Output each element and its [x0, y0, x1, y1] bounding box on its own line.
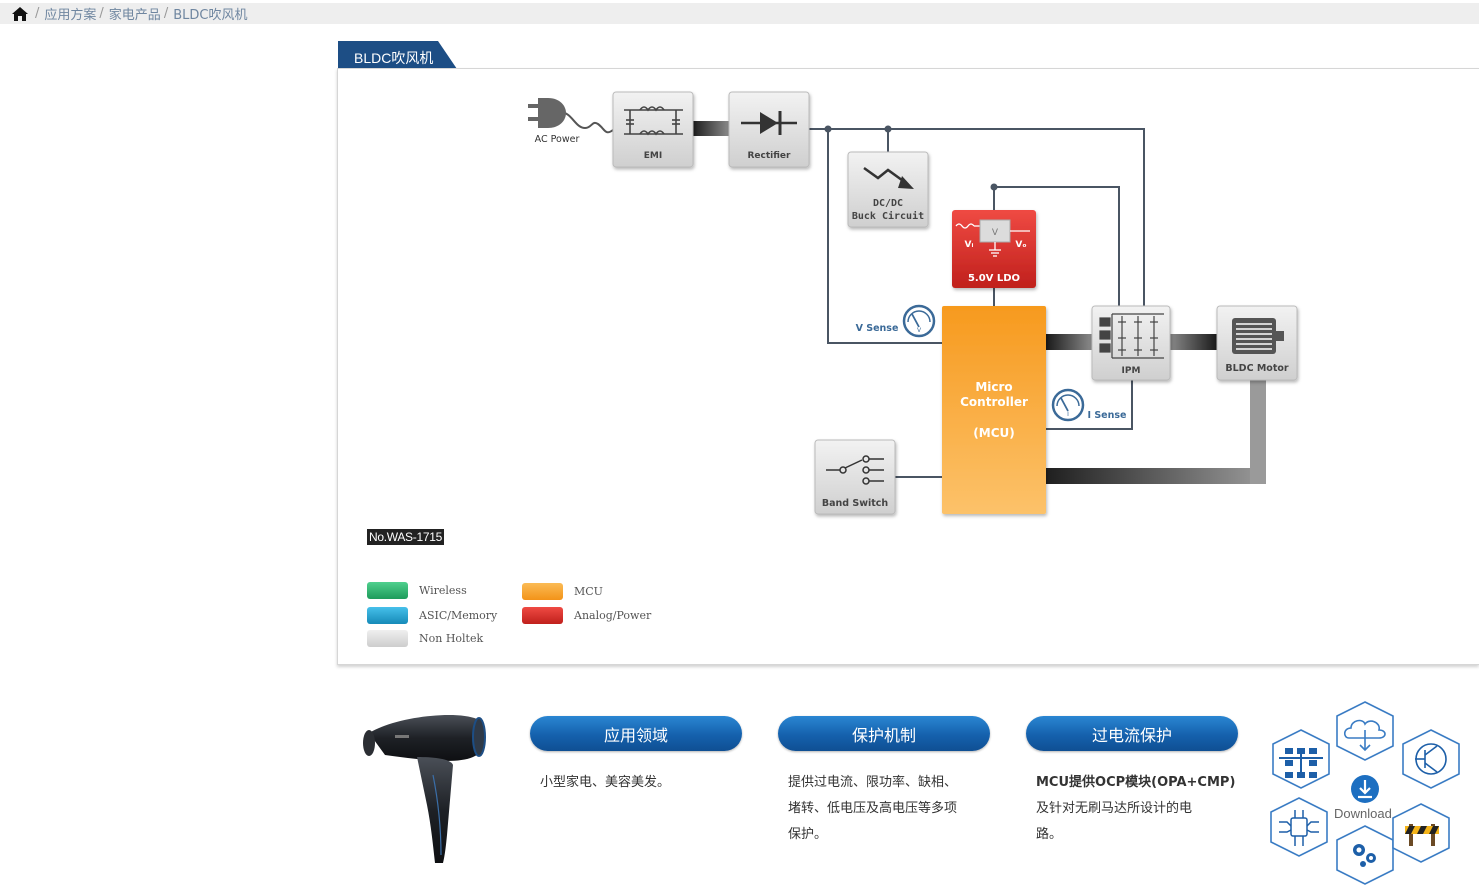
wire-junctions	[824, 125, 998, 191]
feature-desc-ocp: MCU提供OCP模块(OPA+CMP) 及针对无刷马达所设计的电 路。	[1036, 770, 1235, 848]
transistor-icon	[1415, 743, 1447, 775]
signal-wires	[808, 128, 1145, 478]
legend-label: Non Holtek	[419, 632, 484, 645]
dcdc-label-2: Buck Circuit	[852, 210, 924, 222]
hex-gears[interactable]	[1336, 825, 1394, 885]
breadcrumb-item-appliances[interactable]: 家电产品	[108, 8, 161, 23]
breadcrumb-separator: /	[35, 6, 40, 21]
legend-item-mcu: MCU	[522, 583, 603, 600]
legend-item-non-holtek: Non Holtek	[367, 630, 483, 647]
diode-icon	[741, 111, 797, 135]
legend-swatch	[367, 582, 408, 599]
ldo-vo-label: Vₒ	[1015, 240, 1026, 250]
legend-label: ASIC/Memory	[419, 609, 498, 622]
bus-ipm-motor	[1170, 334, 1217, 350]
part-number: No.WAS-1715	[367, 529, 444, 545]
download-arrow-icon	[1358, 780, 1372, 799]
ipm-bridge-icon	[1099, 313, 1164, 359]
i-sense-label: I Sense	[1088, 410, 1127, 421]
hex-transistor[interactable]	[1402, 729, 1460, 789]
ac-power-label: AC Power	[535, 134, 580, 145]
chip-icon	[1279, 810, 1319, 846]
bus-motor-feedback-v	[1250, 379, 1266, 484]
breadcrumb-item-current: BLDC吹风机	[173, 8, 248, 23]
hex-chip[interactable]	[1270, 797, 1328, 857]
rectifier-label: Rectifier	[748, 151, 792, 161]
download-label[interactable]: Download	[1334, 806, 1392, 821]
legend-label: MCU	[574, 585, 603, 598]
cloud-download-icon	[1343, 719, 1386, 752]
feature-desc-application: 小型家电、美容美发。	[540, 770, 670, 796]
motor-icon	[1232, 318, 1284, 354]
section-title: BLDC吹风机	[354, 50, 434, 66]
gears-icon	[1353, 844, 1376, 867]
feature-pill-application: 应用领域	[530, 716, 742, 751]
buck-converter-icon	[863, 166, 914, 189]
legend-item-analog: Analog/Power	[522, 607, 651, 624]
ldo-vi-label: Vᵢ	[965, 240, 974, 250]
bus-emi-rectifier	[692, 121, 729, 136]
mcu-label-3: (MCU)	[973, 426, 1014, 440]
section-tab: BLDC吹风机	[338, 41, 457, 69]
mcu-label-1: Micro	[975, 380, 1012, 394]
dcdc-label-1: DC/DC	[873, 198, 903, 209]
hair-dryer-image	[363, 715, 486, 863]
legend-label: Analog/Power	[574, 609, 652, 622]
v-sense-label: V Sense	[856, 323, 899, 334]
i-sense-meter-icon: I	[1051, 388, 1085, 422]
switch-icon	[826, 455, 884, 485]
mcu-block	[942, 306, 1046, 514]
feature-desc-line: 路。	[1036, 827, 1063, 842]
feature-pill-protection: 保护机制	[778, 716, 990, 751]
breadcrumb: / 应用方案 / 家电产品 / BLDC吹风机	[0, 3, 1479, 24]
motor-label: BLDC Motor	[1225, 363, 1289, 374]
download-hex-cluster	[1270, 701, 1460, 885]
ldo-regulator-icon	[955, 219, 1030, 257]
band-switch-label: Band Switch	[822, 498, 889, 509]
bus-mcu-ipm	[1046, 334, 1092, 350]
breadcrumb-item-solutions[interactable]: 应用方案	[44, 8, 97, 23]
feature-desc-line: 小型家电、美容美发。	[540, 775, 671, 790]
feature-desc-line: MCU提供OCP模块(OPA+CMP)	[1036, 775, 1236, 790]
feature-desc-line: 堵转、低电压及高电压等多项	[788, 801, 958, 816]
feature-pill-ocp: 过电流保护	[1026, 716, 1238, 751]
rectifier-block	[728, 91, 810, 168]
feature-desc-line: 及针对无刷马达所设计的电	[1036, 801, 1193, 816]
legend-swatch	[522, 583, 563, 600]
legend-swatch	[367, 630, 408, 647]
ldo-label: 5.0V LDO	[968, 273, 1020, 284]
breadcrumb-separator: /	[99, 6, 104, 21]
emi-filter-icon	[624, 106, 683, 136]
ipm-label: IPM	[1122, 366, 1141, 376]
legend-swatch	[522, 607, 563, 624]
ac-power-plug-icon	[528, 98, 614, 134]
legend-item-wireless: Wireless	[367, 582, 467, 599]
feature-desc-line: 提供过电流、限功率、缺相、	[788, 775, 958, 790]
barrier-icon	[1405, 824, 1439, 846]
circuit-board-icon	[1279, 748, 1323, 778]
bus-motor-feedback-h	[1046, 468, 1266, 484]
breadcrumb-separator: /	[163, 6, 169, 21]
ldo-v-label: V	[992, 228, 999, 238]
feature-desc-line: 保护。	[788, 827, 828, 842]
legend-swatch	[367, 607, 408, 624]
legend-item-asic: ASIC/Memory	[367, 607, 497, 624]
v-sense-meter-icon: V	[902, 304, 936, 338]
mcu-label-2: Controller	[960, 395, 1028, 409]
ldo-block	[952, 210, 1036, 288]
svg-text:I: I	[1067, 411, 1069, 418]
home-icon[interactable]	[12, 6, 28, 21]
section-tab-shape	[338, 41, 457, 69]
legend-label: Wireless	[419, 584, 467, 597]
feature-desc-protection: 提供过电流、限功率、缺相、 堵转、低电压及高电压等多项 保护。	[788, 770, 957, 848]
emi-label: EMI	[644, 151, 662, 161]
svg-text:V: V	[917, 327, 922, 334]
